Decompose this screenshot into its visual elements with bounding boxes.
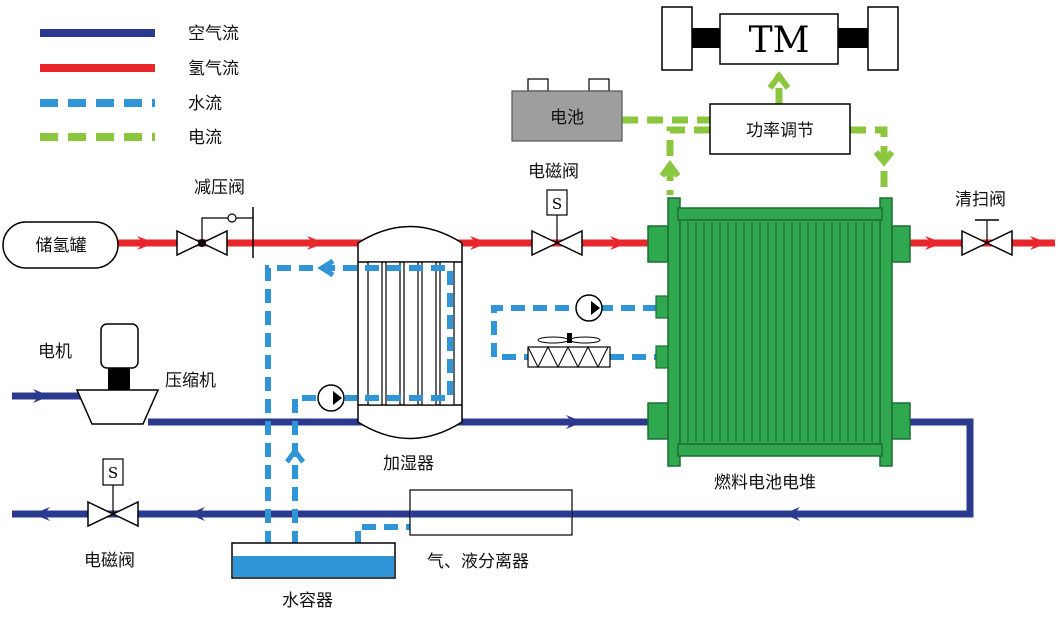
- pump-humidifier: [317, 384, 345, 412]
- power-regulation-label: 功率调节: [746, 121, 814, 141]
- purge-valve: 清扫阀: [955, 190, 1013, 257]
- solenoid-valve-top-label: 电磁阀: [528, 162, 579, 182]
- hydrogen-tank: 储氢罐: [2, 221, 119, 269]
- motor-label: 电机: [38, 342, 72, 362]
- pump-cooling: [575, 294, 603, 322]
- water-container-label: 水容器: [282, 591, 333, 611]
- compressor-label: 压缩机: [165, 371, 216, 391]
- pressure-reducing-valve: 减压阀: [176, 178, 254, 258]
- solenoid-symbol-bottom: S: [108, 464, 118, 482]
- solenoid-symbol-top: S: [552, 195, 562, 213]
- radiator-fan: [527, 333, 611, 369]
- purge-valve-label: 清扫阀: [955, 190, 1006, 210]
- air-arrows: [33, 389, 800, 521]
- traction-motor: TM: [661, 6, 899, 71]
- motor-compressor: 电机 压缩机: [38, 323, 216, 425]
- legend-hydrogen-label: 氢气流: [188, 59, 239, 79]
- pressure-reducer-label: 减压阀: [194, 178, 245, 198]
- solenoid-valve-bottom-label: 电磁阀: [84, 551, 135, 571]
- legend-air-label: 空气流: [188, 24, 239, 44]
- hydrogen-tank-label: 储氢罐: [36, 236, 87, 256]
- humidifier-label: 加湿器: [383, 454, 434, 474]
- humidifier: 加湿器: [357, 225, 463, 474]
- fuel-cell-stack: 燃料电池电堆: [647, 197, 911, 493]
- gas-liquid-separator-label: 气、液分离器: [427, 552, 529, 572]
- water-container: 水容器: [231, 542, 396, 611]
- water-arrows: [284, 258, 335, 464]
- solenoid-valve-top: S 电磁阀: [528, 162, 583, 257]
- gas-liquid-separator: 气、液分离器: [409, 489, 573, 572]
- battery: 电池: [511, 78, 623, 142]
- current-arrows: [659, 71, 895, 178]
- legend-water-label: 水流: [188, 94, 222, 114]
- tm-label: TM: [749, 20, 810, 61]
- legend-current-label: 电流: [188, 128, 222, 148]
- battery-label: 电池: [550, 108, 584, 128]
- hydrogen-arrows: [137, 236, 1048, 250]
- legend: 空气流 氢气流 水流 电流: [40, 24, 239, 148]
- power-regulation: 功率调节: [709, 103, 851, 155]
- solenoid-valve-bottom: S 电磁阀: [84, 458, 139, 571]
- fuel-cell-stack-label: 燃料电池电堆: [714, 473, 816, 493]
